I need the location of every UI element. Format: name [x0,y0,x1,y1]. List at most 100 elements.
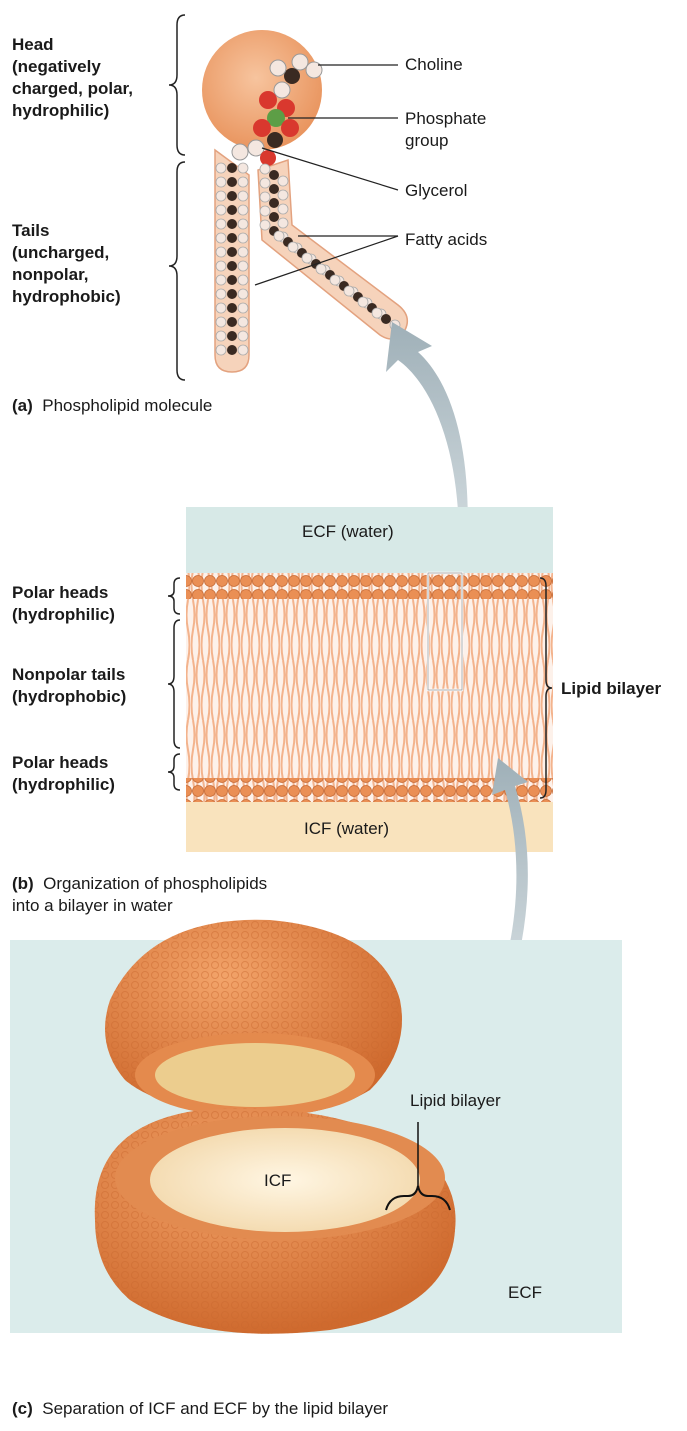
hydrogen-atom [260,220,270,230]
hydrogen-atom [216,205,226,215]
carbon-atom [227,233,237,243]
hydrogen-atom [238,345,248,355]
hydrogen-atom [344,286,354,296]
head-label-line: Head [12,34,133,56]
hydrogen-atom [278,190,288,200]
hydrogen-atom [238,261,248,271]
tails-label-line: Tails [12,220,121,242]
carbon-atom [227,331,237,341]
carbon-atom [227,345,237,355]
carbon-atom [227,191,237,201]
head-label: Head (negatively charged, polar, hydroph… [12,34,133,122]
caption-b-text: into a bilayer in water [12,895,267,917]
hydrogen-atom [216,247,226,257]
braces-a [169,15,185,380]
tails-label: Tails (uncharged, nonpolar, hydrophobic) [12,220,121,308]
hydrogen-atom [216,303,226,313]
hydrogen-atom [278,204,288,214]
caption-a: (a) Phospholipid molecule [12,395,212,417]
polar-heads-bottom-line: (hydrophilic) [12,774,115,796]
nonpolar-tails-line: (hydrophobic) [12,686,126,708]
tails-label-line: nonpolar, [12,264,121,286]
hydrogen-atom [216,233,226,243]
ecf-label: ECF [508,1282,542,1304]
carbon-atom [269,198,279,208]
bilayer-block [186,507,553,852]
carbon-atom [227,275,237,285]
hydrogen-atom [278,218,288,228]
tails-label-line: (uncharged, [12,242,121,264]
hydrogen-atom [238,275,248,285]
hydrogen-atom [274,231,284,241]
hydrogen-atom [216,275,226,285]
hydrogen-atom [260,206,270,216]
caption-a-letter: (a) [12,396,33,415]
caption-b-letter: (b) [12,874,34,893]
hydrogen-atom [358,297,368,307]
hydrogen-atom [238,303,248,313]
caption-b-text: Organization of phospholipids [43,874,267,893]
phosphate-label: Phosphate group [405,108,486,152]
head-label-line: (negatively [12,56,133,78]
carbon-atom [227,317,237,327]
hydrogen-atom [238,233,248,243]
hydrogen-atom [260,178,270,188]
phospholipid-molecule [202,30,407,372]
nonpolar-tails-label: Nonpolar tails (hydrophobic) [12,664,126,708]
hydrogen-atom [288,242,298,252]
ecf-water-label: ECF (water) [302,521,394,543]
carbon-atom [227,247,237,257]
hydrogen-atom [216,317,226,327]
hydrogen-atom [216,289,226,299]
vesicle-illustration [10,920,622,1334]
nonpolar-tails-line: Nonpolar tails [12,664,126,686]
carbon-atom [269,170,279,180]
hydrogen-atom [238,219,248,229]
hydrogen-atom [216,331,226,341]
caption-c-text: Separation of ICF and ECF by the lipid b… [42,1399,388,1418]
polar-heads-bottom-line: Polar heads [12,752,115,774]
hydrogen-atom [302,253,312,263]
caption-a-text: Phospholipid molecule [42,396,212,415]
tails-label-line: hydrophobic) [12,286,121,308]
carbon-atom [227,219,237,229]
hydrogen-atom [278,176,288,186]
carbon-atom [269,184,279,194]
carbon-atom [381,314,391,324]
caption-b: (b) Organization of phospholipids into a… [12,873,267,917]
hydrogen-atom [238,317,248,327]
hydrogen-atom [238,205,248,215]
hydrogen-atom [216,191,226,201]
hydrogen-atom [372,308,382,318]
phosphate-label-line: Phosphate [405,108,486,130]
hydrogen-atom [216,163,226,173]
caption-c-letter: (c) [12,1399,33,1418]
hydrogen-atom [238,177,248,187]
hydrogen-atom [260,192,270,202]
caption-c: (c) Separation of ICF and ECF by the lip… [12,1398,388,1420]
head-label-line: charged, polar, [12,78,133,100]
hydrogen-atom [260,164,270,174]
icf-water-label: ICF (water) [304,818,389,840]
hydrogen-atom [238,289,248,299]
hydrogen-atom [216,177,226,187]
fatty-acids-label: Fatty acids [405,229,487,251]
hydrogen-atom [238,247,248,257]
carbon-atom [269,212,279,222]
icf-label: ICF [264,1170,291,1192]
lipid-bilayer-label-b: Lipid bilayer [561,678,661,700]
phosphate-label-line: group [405,130,486,152]
hydrogen-atom [316,264,326,274]
polar-heads-top-line: Polar heads [12,582,115,604]
hydrogen-atom [238,163,248,173]
glycerol-label: Glycerol [405,180,467,202]
carbon-atom [227,205,237,215]
hydrogen-atom [238,191,248,201]
hydrogen-atom [216,219,226,229]
hydrogen-atom [330,275,340,285]
polar-heads-top-label: Polar heads (hydrophilic) [12,582,115,626]
hydrogen-atom [216,345,226,355]
head-label-line: hydrophilic) [12,100,133,122]
hydrogen-atom [238,331,248,341]
